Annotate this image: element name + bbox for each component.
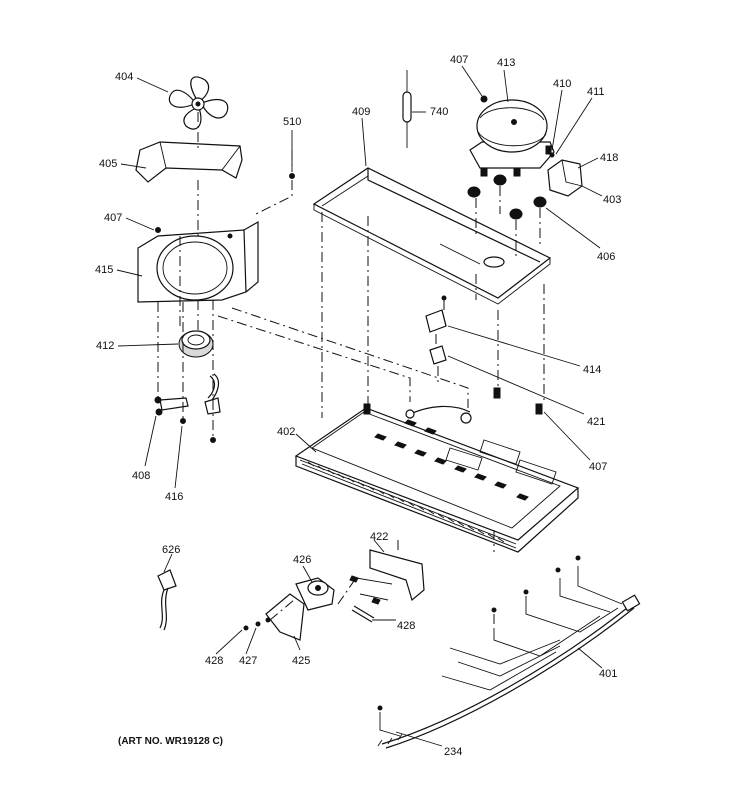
label-402: 402 [277,426,295,438]
label-510: 510 [283,116,301,128]
label-426: 426 [293,554,311,566]
cover-panel-part [312,167,552,305]
label-626: 626 [162,544,180,556]
label-413: 413 [497,57,515,69]
relay-part [545,145,591,197]
label-412: 412 [96,340,114,352]
wire-harness-part [377,555,641,749]
label-406: 406 [597,251,615,263]
grommets-part [467,174,547,220]
label-416: 416 [165,491,183,503]
mount-bracket-part [337,540,425,623]
label-407-base: 407 [589,461,607,473]
label-421: 421 [587,416,605,428]
label-405: 405 [99,158,117,170]
label-407-compressor: 407 [450,54,468,66]
vent-ribs [307,461,505,543]
leader-lines [116,65,603,747]
label-427: 427 [239,655,257,667]
label-418: 418 [600,152,618,164]
screws-408-416 [154,173,295,443]
base-pan-part [294,387,580,553]
capacitor-part [425,295,447,384]
fan-bracket-part [137,220,259,303]
part-labels: 404 405 407 415 412 408 416 510 409 740 … [95,54,621,758]
label-234: 234 [444,746,462,758]
label-411: 411 [587,86,605,98]
label-740: 740 [430,106,448,118]
compressor-part [469,95,555,177]
label-407-fan: 407 [104,212,122,224]
label-408: 408 [132,470,150,482]
timer-bracket-part [243,577,335,641]
pan-slots [374,419,529,501]
label-428-right: 428 [397,620,415,632]
fan-blade-part [168,76,229,130]
label-404: 404 [115,71,133,83]
alignment-lines-compressor [321,186,545,418]
fan-motor-part [159,330,221,415]
label-401: 401 [599,668,617,680]
fan-shroud-part [135,141,243,183]
sensor-part [157,569,177,631]
label-414: 414 [583,364,601,376]
alignment-lines-fan [157,112,469,438]
label-415: 415 [95,264,113,276]
label-428-left: 428 [205,655,223,667]
label-403: 403 [603,194,621,206]
label-409: 409 [352,106,370,118]
label-410: 410 [553,78,571,90]
label-422: 422 [370,531,388,543]
art-number: (ART NO. WR19128 C) [118,736,223,747]
drier-part [402,70,412,148]
label-425: 425 [292,655,310,667]
